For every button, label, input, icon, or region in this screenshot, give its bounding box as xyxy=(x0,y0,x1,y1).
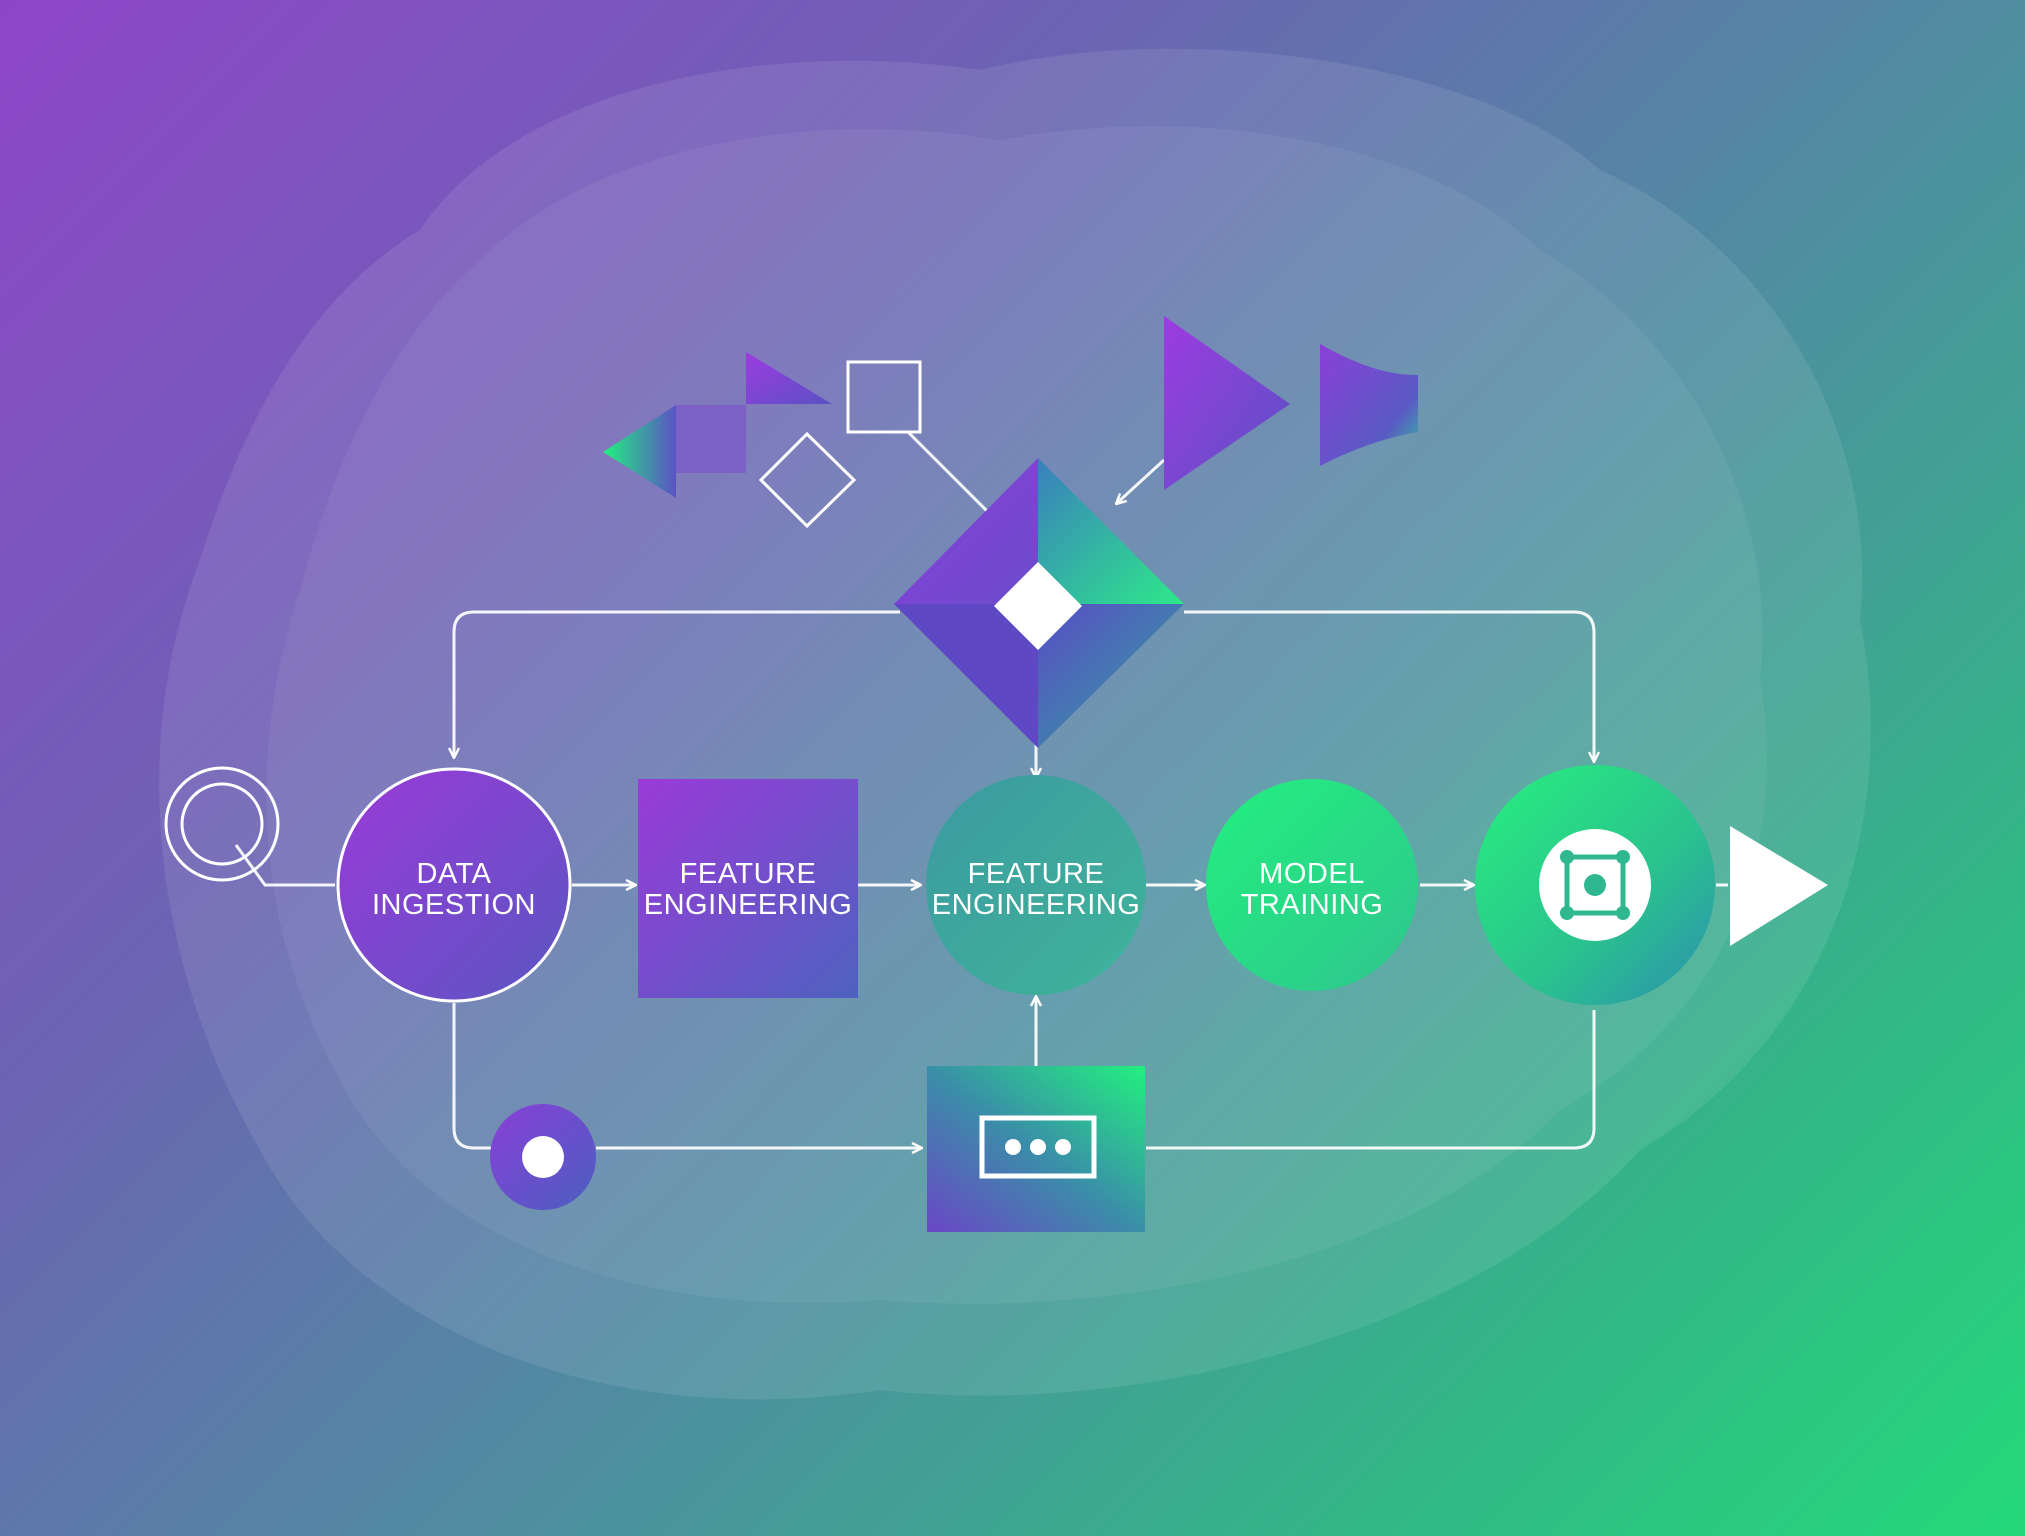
target-ring-icon xyxy=(180,782,264,866)
trapezoid-shape xyxy=(1320,344,1418,466)
ellipsis-task-icon xyxy=(979,1115,1097,1179)
data-ingestion-label-line2: INGESTION xyxy=(372,889,536,921)
node-feature-engineering-b[interactable]: FEATURE ENGINEERING xyxy=(926,775,1146,995)
left-arrow-shape xyxy=(603,405,676,498)
connector-decision-to-final xyxy=(1184,610,1594,762)
task-box[interactable] xyxy=(927,1066,1145,1232)
connector-triangle-to-decision xyxy=(1116,458,1166,504)
feature-engineering-a-label-line1: FEATURE xyxy=(680,858,817,890)
outline-diamond-shape xyxy=(758,431,857,529)
node-data-ingestion[interactable]: DATA INGESTION xyxy=(336,767,572,1003)
decision-gateway[interactable] xyxy=(894,458,1184,748)
connector-square-to-decision xyxy=(906,430,990,514)
connector-task-to-final xyxy=(1146,1010,1596,1150)
feature-engineering-b-label-line2: ENGINEERING xyxy=(932,889,1141,921)
connectors xyxy=(234,430,1728,1150)
diamond-gateway-icon xyxy=(994,562,1082,650)
model-training-label-line2: TRAINING xyxy=(1241,889,1384,921)
data-ingestion-label-line1: DATA xyxy=(416,858,491,890)
purple-square-shape xyxy=(676,405,746,473)
model-chip-icon xyxy=(1560,850,1630,920)
connector-ingestion-to-event xyxy=(452,1003,492,1150)
purple-triangle-shape xyxy=(746,352,832,404)
connector-decision-to-ingestion xyxy=(454,610,900,758)
large-triangle-shape xyxy=(1164,316,1290,490)
decorative-shapes xyxy=(603,316,1418,529)
start-event[interactable] xyxy=(164,766,280,882)
node-feature-engineering-a[interactable]: FEATURE ENGINEERING xyxy=(638,779,858,998)
feature-engineering-a-label-line2: ENGINEERING xyxy=(644,889,853,921)
connector-start-to-ingestion xyxy=(234,844,335,887)
intermediate-event[interactable] xyxy=(490,1104,596,1210)
node-final[interactable] xyxy=(1475,765,1715,1005)
model-training-label-line1: MODEL xyxy=(1259,858,1365,890)
outline-square-shape xyxy=(846,360,922,434)
feature-engineering-b-label-line1: FEATURE xyxy=(968,858,1105,890)
dot-event-icon xyxy=(522,1136,564,1178)
play-arrow-icon[interactable] xyxy=(1730,826,1828,946)
node-model-training[interactable]: MODEL TRAINING xyxy=(1206,779,1418,991)
